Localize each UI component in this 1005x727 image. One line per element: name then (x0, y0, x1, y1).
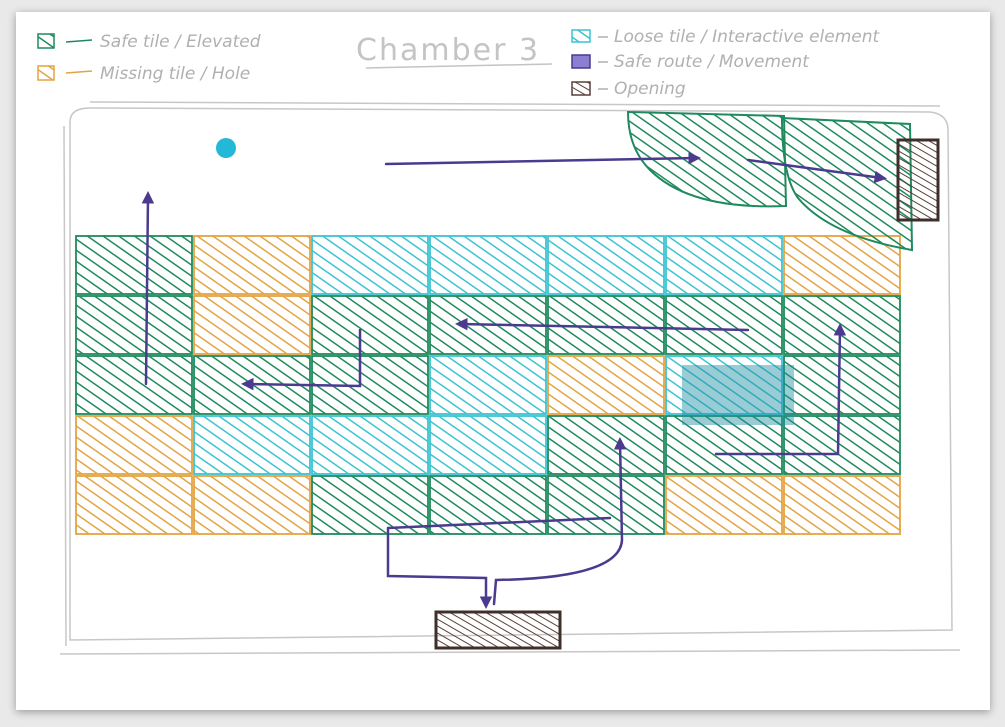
tile-loose (311, 235, 429, 295)
legend-label-safe: Safe tile / Elevated (100, 32, 261, 52)
tile-hole (193, 475, 311, 535)
legend-swatch-safe (37, 33, 55, 49)
tile-safe (665, 415, 783, 475)
route-arrow-platform (746, 158, 887, 184)
tile-safe (783, 295, 901, 355)
tile-hole (783, 475, 901, 535)
opening-east (896, 138, 940, 222)
platform-left (626, 110, 788, 208)
tile-hole (193, 235, 311, 295)
legend-item-route: Safe route / Movement (571, 52, 810, 72)
tile-safe (783, 355, 901, 415)
legend-item-safe: Safe tile / Elevated (37, 32, 261, 52)
legend-label-route: Safe route / Movement (614, 52, 810, 72)
route-arrow-left-turn (241, 328, 362, 391)
route-arrow-middle (455, 317, 750, 332)
legend-item-hole: Missing tile / Hole (37, 64, 250, 84)
tile-hole (75, 415, 193, 475)
route-arrow-down-left (386, 526, 493, 609)
tile-hole (193, 295, 311, 355)
tile-loose (547, 235, 665, 295)
chamber-title: Chamber 3 (356, 33, 540, 68)
tile-loose (429, 415, 547, 475)
route-arrow-down-right (492, 437, 627, 606)
legend-swatch-route (571, 54, 591, 69)
platform-right (780, 116, 914, 252)
route-arrow-left-up (141, 191, 155, 386)
loose-element-dot (216, 138, 236, 158)
tile-loose (429, 235, 547, 295)
tile-safe (547, 475, 665, 535)
legend: Safe tile / Elevated Missing tile / Hole… (37, 27, 881, 99)
legend-label-opening: Opening (614, 79, 686, 99)
legend-item-opening: Opening (571, 79, 686, 99)
route-arrow-right-up (714, 323, 847, 456)
title-underline (365, 63, 553, 69)
tile-loose (429, 355, 547, 415)
safe-routes (141, 151, 887, 609)
tile-loose (665, 355, 783, 415)
route-line-bottom (386, 516, 612, 530)
tile-safe (665, 295, 783, 355)
tile-hole (665, 475, 783, 535)
tile-safe (75, 295, 193, 355)
tile-grid (75, 235, 901, 535)
tile-loose (193, 415, 311, 475)
opening-south (434, 610, 562, 650)
legend-swatch-opening (571, 81, 591, 96)
elevated-platforms (626, 110, 914, 252)
tile-loose (665, 235, 783, 295)
room-outline (59, 101, 961, 655)
tile-safe (75, 355, 193, 415)
tile-safe (311, 295, 429, 355)
tile-loose (311, 415, 429, 475)
legend-swatch-hole (37, 65, 55, 81)
tile-hole (75, 475, 193, 535)
legend-swatch-loose (571, 29, 591, 43)
tile-safe (311, 475, 429, 535)
tile-safe (783, 415, 901, 475)
legend-item-loose: Loose tile / Interactive element (571, 27, 881, 47)
tile-hole (547, 355, 665, 415)
dark-loose-tile (682, 365, 794, 425)
tile-safe (75, 235, 193, 295)
legend-label-hole: Missing tile / Hole (100, 64, 250, 84)
route-arrow-top (384, 151, 701, 166)
tile-hole (783, 235, 901, 295)
legend-label-loose: Loose tile / Interactive element (614, 27, 881, 47)
tile-safe (547, 415, 665, 475)
